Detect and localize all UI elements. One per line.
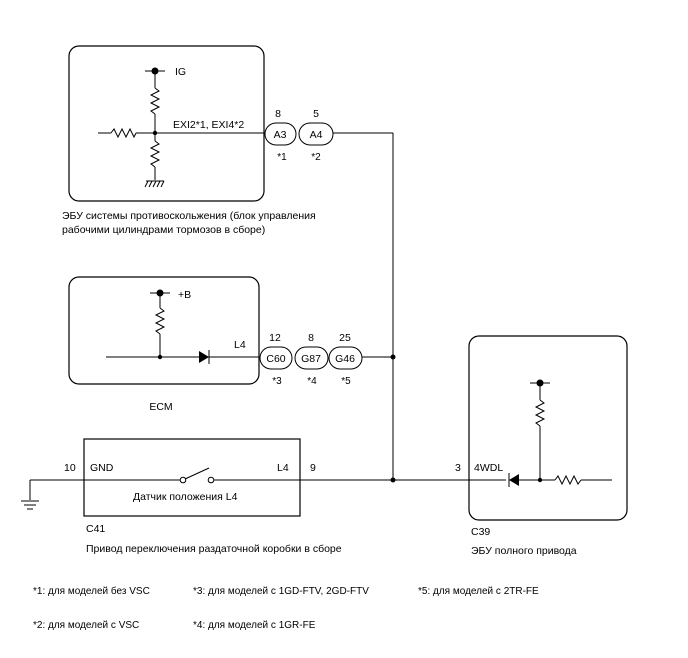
connector-c60-note: *3 (272, 376, 282, 387)
actuator-l4-pin: 9 (310, 462, 316, 474)
footnote-5: *5: для моделей с 2TR-FE (418, 586, 539, 597)
ecm-junction-dot (157, 354, 163, 360)
connector-a4-name: A4 (310, 129, 323, 141)
connector-c60-pin: 12 (269, 332, 281, 344)
abs-ecu-label-1: ЭБУ системы противоскольжения (блок упра… (62, 210, 316, 222)
footnote-2: *2: для моделей с VSC (33, 620, 139, 631)
footnote-3: *3: для моделей с 1GD-FTV, 2GD-FTV (193, 586, 369, 597)
4wd-label: ЭБУ полного привода (471, 545, 577, 557)
ig-label: IG (175, 66, 186, 78)
connector-a4 (298, 122, 334, 146)
switch-blade (184, 467, 210, 480)
ecu-4wd-box (468, 335, 628, 521)
4wd-junction-dot (537, 477, 543, 483)
actuator-code: C41 (86, 523, 105, 535)
ground-icon (144, 180, 165, 188)
splice-dot-ecm (390, 354, 396, 360)
ecm-label: ECM (149, 401, 172, 413)
abs-ecu-box (68, 45, 265, 202)
connector-g87 (294, 346, 329, 370)
connector-c60 (259, 346, 293, 370)
connector-a4-note: *2 (311, 152, 321, 163)
connector-g46-note: *5 (341, 376, 351, 387)
connector-g87-note: *4 (307, 376, 317, 387)
abs-terminal-label: EXI2*1, EXI4*2 (173, 119, 244, 131)
actuator-l4-label: L4 (277, 462, 289, 474)
ground-icon-actuator (21, 500, 39, 510)
ecm-pullup-resistor (154, 307, 166, 335)
gnd-label: GND (90, 462, 114, 474)
4wd-input-resistor (554, 474, 582, 486)
actuator-box (83, 438, 301, 517)
connector-g46-pin: 25 (339, 332, 351, 344)
gnd-pin: 10 (64, 462, 76, 474)
footnotes: *1: для моделей без VSC *2: для моделей … (33, 585, 539, 631)
connector-g87-name: G87 (301, 353, 321, 365)
abs-ecu-label-2: рабочими цилиндрами тормозов в сборе) (62, 224, 265, 236)
4wd-pin: 3 (455, 462, 461, 474)
connector-a4-pin: 5 (313, 108, 319, 120)
switch-contact-left (179, 476, 187, 484)
diode-icon (199, 350, 210, 364)
plus-b-label: +B (178, 289, 191, 301)
4wd-diode-icon (508, 473, 519, 487)
ecm-block: +B L4 ECM (68, 276, 260, 413)
connector-g46-name: G46 (335, 353, 355, 365)
pulldown-resistor (149, 140, 161, 168)
switch-label: Датчик положения L4 (133, 491, 238, 503)
ecm-box (68, 276, 260, 385)
connector-a3-note: *1 (277, 152, 287, 163)
ecm-connectors: C60 G87 G46 12 8 25 *3 *4 *5 (259, 332, 363, 387)
4wd-pullup-resistor (534, 399, 546, 427)
ecm-terminal-label: L4 (234, 339, 246, 351)
footnote-1: *1: для моделей без VSC (33, 585, 150, 597)
connector-g46 (328, 346, 363, 370)
connector-c60-name: C60 (266, 353, 285, 365)
actuator-label: Привод переключения раздаточной коробки … (86, 543, 342, 555)
4wd-terminal: 4WDL (474, 462, 503, 474)
connector-a3 (264, 122, 297, 146)
switch-contact-right (207, 476, 215, 484)
connector-a3-pin: 8 (275, 108, 281, 120)
connector-g87-pin: 8 (308, 332, 314, 344)
abs-connectors: A3 A4 8 5 *1 *2 (264, 108, 334, 163)
actuator-block: 10 GND L4 9 Датчик положения L4 C41 Прив… (21, 438, 393, 555)
ecu-4wd-block: 3 4WDL C39 ЭБУ полного привода (455, 335, 628, 557)
abs-ecu-block: IG EXI2*1, EXI4*2 ЭБУ системы противоско… (62, 45, 316, 236)
connector-a3-name: A3 (274, 129, 287, 141)
4wd-code: C39 (471, 526, 490, 538)
input-resistor (110, 127, 137, 139)
footnote-4: *4: для моделей с 1GR-FE (193, 620, 316, 631)
pullup-resistor (149, 87, 161, 115)
junction-dot (152, 130, 158, 136)
